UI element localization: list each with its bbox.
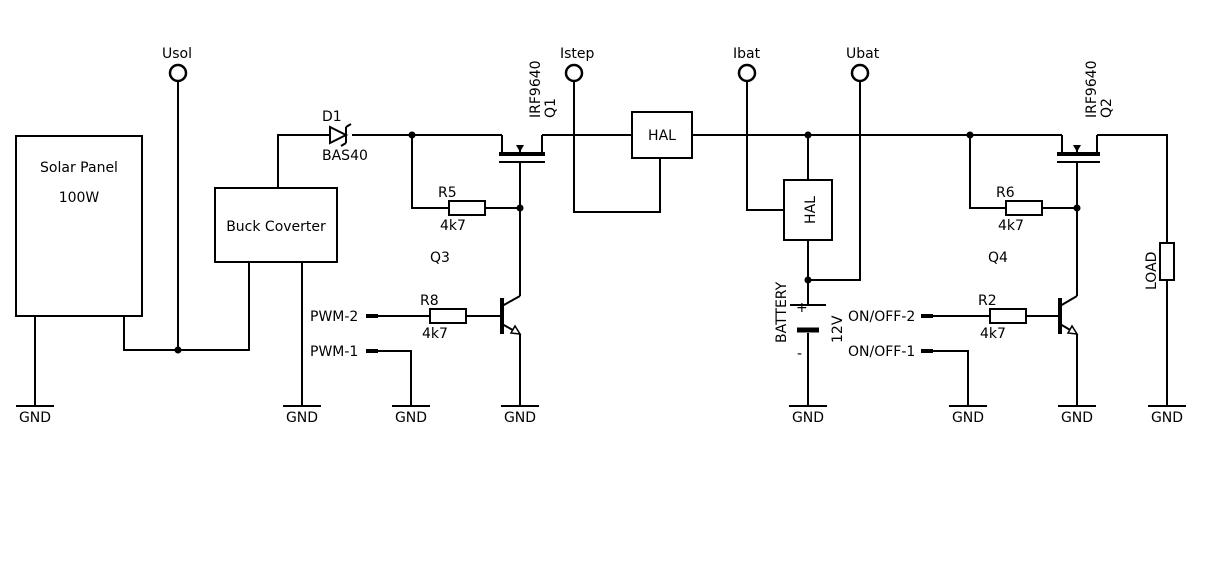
battery-plus: + bbox=[796, 300, 808, 316]
junction bbox=[1073, 204, 1081, 212]
test-point-ibat: Ibat bbox=[733, 46, 761, 83]
battery-name: BATTERY bbox=[774, 281, 790, 343]
wires bbox=[34, 82, 1168, 406]
pwm2-label: PWM-2 bbox=[310, 309, 358, 325]
ground: GND bbox=[1148, 405, 1186, 426]
junction bbox=[174, 346, 182, 354]
resistor-r2: R2 4k7 bbox=[978, 293, 1027, 342]
d1-value: BAS40 bbox=[322, 148, 368, 164]
solar-panel-power: 100W bbox=[59, 190, 100, 206]
gnd-label: GND bbox=[952, 410, 984, 426]
transistor-q3: Q3 bbox=[430, 250, 522, 335]
test-point-istep: Istep bbox=[560, 46, 595, 83]
r2-value: 4k7 bbox=[980, 326, 1006, 342]
solar-panel-block: Solar Panel 100W bbox=[15, 135, 143, 317]
ground: GND bbox=[283, 405, 321, 426]
r6-ref: R6 bbox=[996, 185, 1015, 201]
input-on-off-2: ON/OFF-2 bbox=[848, 309, 933, 325]
battery: + - BATTERY 12V bbox=[774, 281, 846, 362]
resistor-r5: R5 4k7 bbox=[438, 185, 486, 234]
istep-label: Istep bbox=[560, 46, 595, 62]
usol-label: Usol bbox=[162, 46, 192, 62]
gnd-label: GND bbox=[19, 410, 51, 426]
gnd-label: GND bbox=[504, 410, 536, 426]
mosfet-q1: IRF9640 Q1 bbox=[499, 60, 559, 166]
transistor-q4: Q4 bbox=[988, 250, 1079, 335]
d1-ref: D1 bbox=[322, 109, 342, 125]
junction bbox=[804, 131, 812, 139]
q4-ref: Q4 bbox=[988, 250, 1008, 266]
ground-symbols: GND GND GND GND GND GND GND GND bbox=[16, 405, 1186, 426]
pwm1-label: PWM-1 bbox=[310, 344, 358, 360]
ground: GND bbox=[1058, 405, 1096, 426]
hal-sensor-2: HAL bbox=[783, 179, 833, 241]
gnd-label: GND bbox=[1151, 410, 1183, 426]
test-point-ubat: Ubat bbox=[846, 46, 880, 83]
r8-value: 4k7 bbox=[422, 326, 448, 342]
ubat-label: Ubat bbox=[846, 46, 880, 62]
gnd-label: GND bbox=[395, 410, 427, 426]
mosfet-q2: IRF9640 Q2 bbox=[1057, 60, 1115, 166]
resistor-r8: R8 4k7 bbox=[420, 293, 467, 342]
resistor-r6: R6 4k7 bbox=[996, 185, 1043, 234]
junction bbox=[966, 131, 974, 139]
r8-ref: R8 bbox=[420, 293, 439, 309]
q2-ref: Q2 bbox=[1099, 98, 1115, 118]
gnd-label: GND bbox=[1061, 410, 1093, 426]
buck-converter-label: Buck Coverter bbox=[226, 219, 326, 235]
junction bbox=[804, 276, 812, 284]
junction bbox=[516, 204, 524, 212]
onoff2-label: ON/OFF-2 bbox=[848, 309, 915, 325]
ground: GND bbox=[392, 405, 430, 426]
hal-sensor-1: HAL bbox=[631, 111, 693, 159]
load-label: LOAD bbox=[1144, 252, 1160, 290]
r6-value: 4k7 bbox=[998, 218, 1024, 234]
gnd-label: GND bbox=[792, 410, 824, 426]
input-pwm-2: PWM-2 bbox=[310, 309, 378, 325]
input-pwm-1: PWM-1 bbox=[310, 344, 378, 360]
ground: GND bbox=[789, 405, 827, 426]
gnd-label: GND bbox=[286, 410, 318, 426]
ibat-label: Ibat bbox=[733, 46, 761, 62]
q2-value: IRF9640 bbox=[1084, 60, 1100, 118]
ground: GND bbox=[949, 405, 987, 426]
battery-minus: - bbox=[797, 346, 802, 362]
ground: GND bbox=[501, 405, 539, 426]
onoff1-label: ON/OFF-1 bbox=[848, 344, 915, 360]
resistor-load: LOAD bbox=[1144, 242, 1175, 290]
ground: GND bbox=[16, 405, 54, 426]
hal1-label: HAL bbox=[648, 128, 676, 144]
buck-converter-block: Buck Coverter bbox=[214, 187, 338, 263]
junction bbox=[408, 131, 416, 139]
r2-ref: R2 bbox=[978, 293, 997, 309]
input-on-off-1: ON/OFF-1 bbox=[848, 344, 933, 360]
q1-ref: Q1 bbox=[543, 98, 559, 118]
hal2-label: HAL bbox=[803, 196, 819, 224]
q1-value: IRF9640 bbox=[528, 60, 544, 118]
solar-panel-label: Solar Panel bbox=[40, 160, 118, 176]
diode-d1: D1 BAS40 bbox=[322, 109, 368, 164]
r5-value: 4k7 bbox=[440, 218, 466, 234]
junctions bbox=[174, 131, 1081, 354]
q3-ref: Q3 bbox=[430, 250, 450, 266]
battery-voltage: 12V bbox=[830, 315, 846, 343]
test-point-usol: Usol bbox=[162, 46, 192, 83]
r5-ref: R5 bbox=[438, 185, 457, 201]
